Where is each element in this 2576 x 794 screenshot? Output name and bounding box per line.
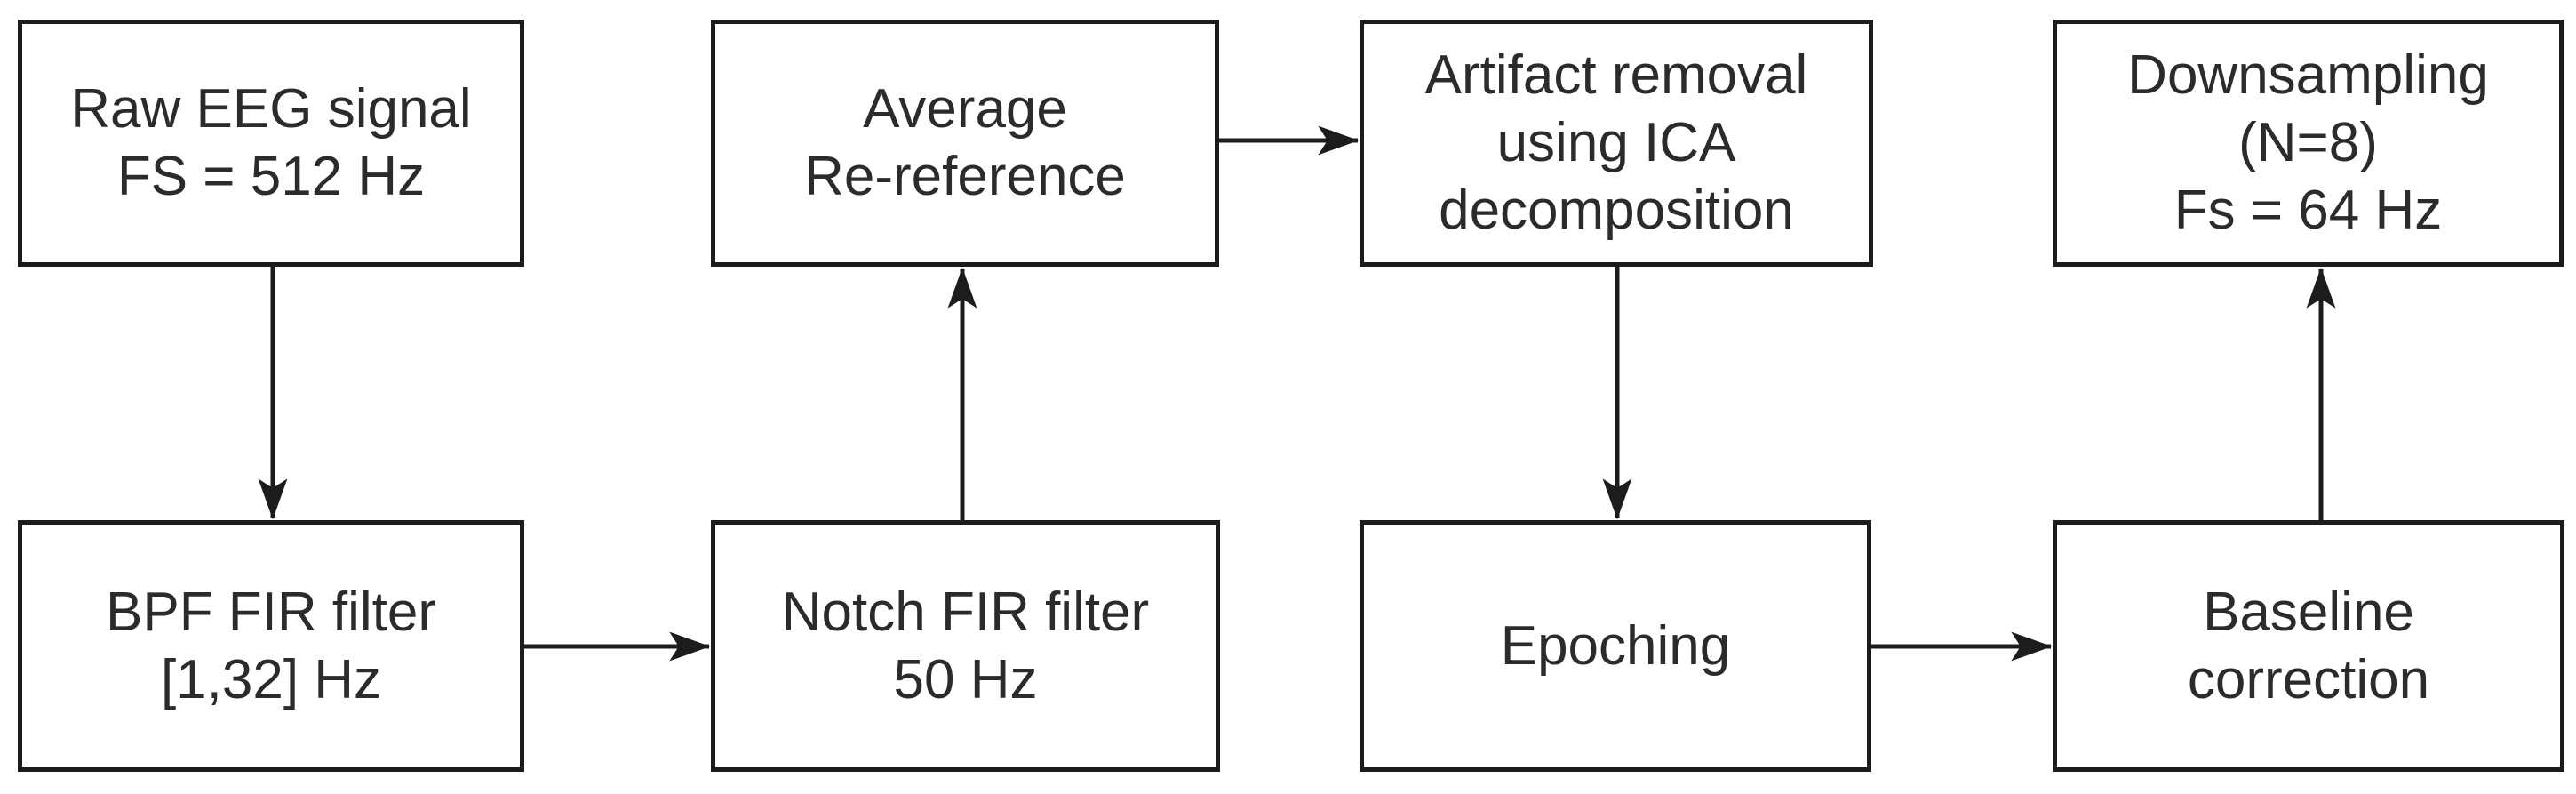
flow-box-bpf-fir-filter: BPF FIR filter [1,32] Hz xyxy=(18,520,524,772)
flow-box-downsampling: Downsampling (N=8) Fs = 64 Hz xyxy=(2053,20,2564,267)
box-label-downsampling: Downsampling (N=8) Fs = 64 Hz xyxy=(2127,44,2489,241)
box-label-epoching: Epoching xyxy=(1500,614,1731,677)
flow-box-raw-eeg-signal: Raw EEG signal FS = 512 Hz xyxy=(18,20,524,267)
box-label-bpf-fir-filter: BPF FIR filter [1,32] Hz xyxy=(105,581,437,710)
flow-box-notch-fir-filter: Notch FIR filter 50 Hz xyxy=(711,520,1220,772)
box-label-notch-fir-filter: Notch FIR filter 50 Hz xyxy=(781,581,1150,710)
flow-box-baseline-correction: Baseline correction xyxy=(2053,520,2564,772)
box-label-artifact-removal-ica: Artifact removal using ICA decomposition xyxy=(1424,44,1808,241)
flow-box-artifact-removal-ica: Artifact removal using ICA decomposition xyxy=(1360,20,1873,267)
flow-box-epoching: Epoching xyxy=(1360,520,1871,772)
box-label-raw-eeg-signal: Raw EEG signal FS = 512 Hz xyxy=(70,78,472,207)
box-label-average-re-reference: Average Re-reference xyxy=(804,78,1126,207)
box-label-baseline-correction: Baseline correction xyxy=(2187,581,2430,710)
flow-box-average-re-reference: Average Re-reference xyxy=(711,20,1219,267)
